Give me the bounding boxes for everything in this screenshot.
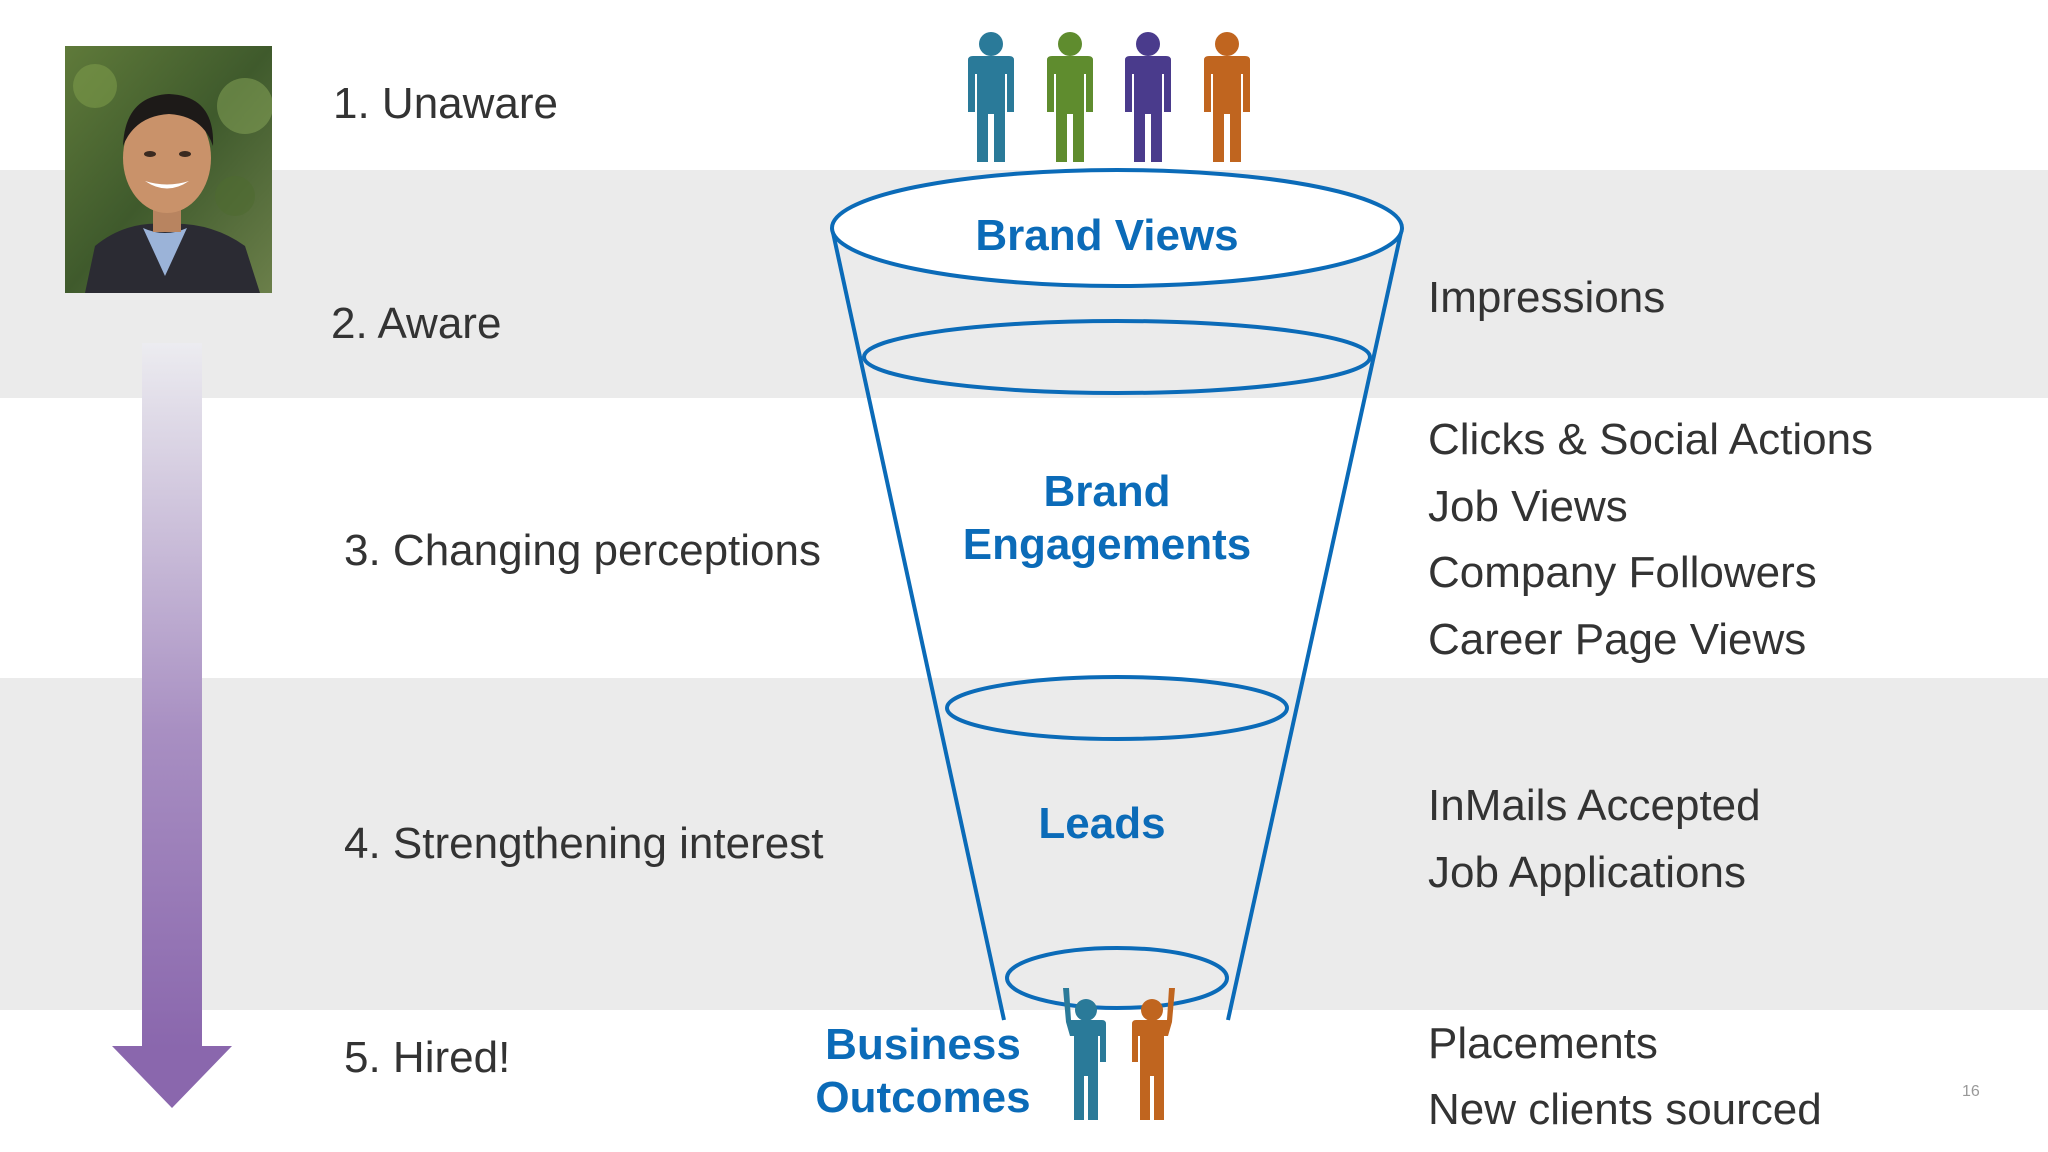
funnel-label-brand-views: Brand Views — [975, 211, 1239, 260]
metric-impressions: Impressions — [1428, 273, 1666, 322]
metric-career-page-views: Career Page Views — [1428, 615, 1807, 664]
stage-aware: 2. Aware — [331, 299, 502, 348]
funnel-outline — [830, 168, 1404, 1021]
stage-unaware: 1. Unaware — [333, 79, 559, 128]
funnel-label-business-outcomes: Business Outcomes — [773, 1019, 1073, 1125]
metric-company-followers: Company Followers — [1428, 548, 1817, 597]
progress-arrow — [112, 343, 232, 1108]
funnel-label-engagements-line2: Engagements — [962, 519, 1252, 569]
metric-job-applications: Job Applications — [1428, 848, 1746, 897]
slide-number: 16 — [1962, 1083, 1980, 1100]
metric-placements: Placements — [1428, 1019, 1658, 1068]
portrait-photo — [65, 46, 272, 293]
person-icon-green — [1047, 32, 1093, 162]
person-cheering-icon-orange — [1132, 988, 1175, 1120]
funnel-label-leads: Leads — [1038, 799, 1166, 848]
person-icon-orange — [1204, 32, 1250, 162]
funnel-label-outcomes-line1: Business — [825, 1020, 1021, 1069]
person-cheering-icon-teal — [1063, 988, 1106, 1120]
stage-hired: 5. Hired! — [344, 1033, 511, 1082]
stage-strengthening-interest: 4. Strengthening interest — [344, 819, 824, 868]
metric-clicks-social: Clicks & Social Actions — [1428, 415, 1874, 464]
metric-new-clients: New clients sourced — [1428, 1085, 1822, 1134]
person-icon-purple — [1125, 32, 1171, 162]
funnel-label-engagements-line1: Brand — [1043, 467, 1171, 516]
stage-changing-perceptions: 3. Changing perceptions — [344, 526, 821, 575]
person-icon-teal — [968, 32, 1014, 162]
funnel-label-brand-engagements: Brand Engagements — [907, 466, 1307, 572]
funnel-label-outcomes-line2: Outcomes — [815, 1072, 1031, 1122]
metric-inmails-accepted: InMails Accepted — [1428, 781, 1761, 830]
metric-job-views: Job Views — [1428, 482, 1628, 531]
